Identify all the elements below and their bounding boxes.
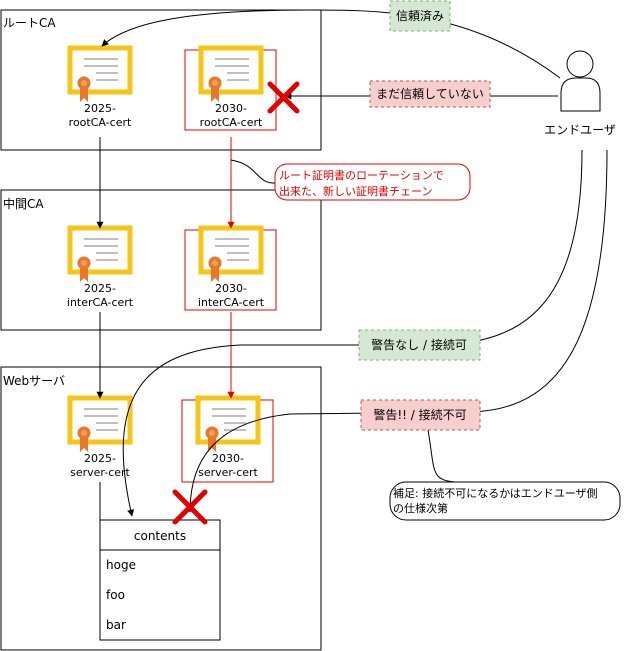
cert-server-2025-icon bbox=[67, 395, 133, 452]
rotation-note-connector bbox=[230, 159, 279, 184]
warn-ng-label: 警告!! / 接続不可 bbox=[373, 407, 466, 422]
cert-server-2030-label-1: 2030- bbox=[212, 452, 244, 465]
cert-inter-2025-label-1: 2025- bbox=[84, 282, 116, 295]
root-2030-x-icon bbox=[267, 81, 300, 114]
supplement-note-box bbox=[389, 481, 621, 521]
web-server-group bbox=[0, 366, 322, 651]
web-server-group-label: Webサーバ bbox=[3, 374, 65, 388]
root-ca-group bbox=[0, 9, 322, 151]
cert-server-2025-label-1: 2025- bbox=[84, 452, 116, 465]
root-ca-group-label: ルートCA bbox=[3, 16, 56, 30]
contents-item-hoge: hoge bbox=[106, 558, 136, 572]
warn-ok-curve bbox=[122, 149, 583, 517]
cert-root-2030-icon bbox=[198, 45, 264, 102]
contents-item-foo: foo bbox=[106, 588, 125, 602]
not-trusted-label: まだ信頼していない bbox=[376, 87, 484, 101]
warn-ng-curve bbox=[186, 149, 608, 513]
rotation-note-line2: 出来た、新しい証明書チェーン bbox=[279, 184, 432, 198]
cert-inter-2030-label-1: 2030- bbox=[215, 282, 247, 295]
trusted-label-box bbox=[389, 0, 451, 32]
contents-item-bar: bar bbox=[106, 618, 126, 632]
cert-root-2025-label-1: 2025- bbox=[84, 102, 116, 115]
warn-ok-label-box bbox=[358, 329, 481, 361]
cert-root-2025-label-2: rootCA-cert bbox=[69, 116, 132, 129]
cert-server-2030-icon bbox=[195, 395, 261, 452]
warn-ok-label: 警告なし / 接続可 bbox=[371, 337, 467, 352]
cert-root-2030-label-2: rootCA-cert bbox=[200, 116, 263, 129]
contents-table bbox=[99, 519, 221, 641]
supplement-note-connector bbox=[427, 429, 456, 483]
end-user-icon bbox=[560, 50, 601, 112]
cert-server-2030-label-2: server-cert bbox=[198, 466, 258, 479]
cert-root-2030-label-1: 2030- bbox=[215, 102, 247, 115]
rotation-note-box bbox=[274, 163, 471, 201]
warn-ng-label-box bbox=[360, 399, 481, 431]
cert-server-2025-label-2: server-cert bbox=[70, 466, 130, 479]
cert-root-2025-icon bbox=[67, 45, 133, 102]
cert-inter-2030-label-2: interCA-cert bbox=[198, 296, 265, 309]
cert-inter-2025-label-2: interCA-cert bbox=[67, 296, 134, 309]
cert-inter-2030-icon bbox=[198, 225, 264, 282]
supplement-note-line1: 補足: 接続不可になるかはエンドユーザ側 bbox=[393, 486, 598, 500]
contents-x-icon bbox=[172, 489, 208, 525]
rotation-note-line1: ルート証明書のローテーションで bbox=[279, 168, 444, 182]
not-trusted-label-box bbox=[369, 80, 491, 108]
cert-inter-2025-icon bbox=[67, 225, 133, 282]
inter-ca-group-label: 中間CA bbox=[3, 196, 44, 211]
supplement-note-line2: の仕様次第 bbox=[393, 501, 448, 515]
trusted-label: 信頼済み bbox=[396, 8, 444, 23]
end-user-label: エンドユーザ bbox=[544, 123, 616, 137]
trusted-curve bbox=[101, 9, 561, 79]
contents-title: contents bbox=[134, 529, 186, 543]
inter-ca-group bbox=[0, 189, 322, 331]
